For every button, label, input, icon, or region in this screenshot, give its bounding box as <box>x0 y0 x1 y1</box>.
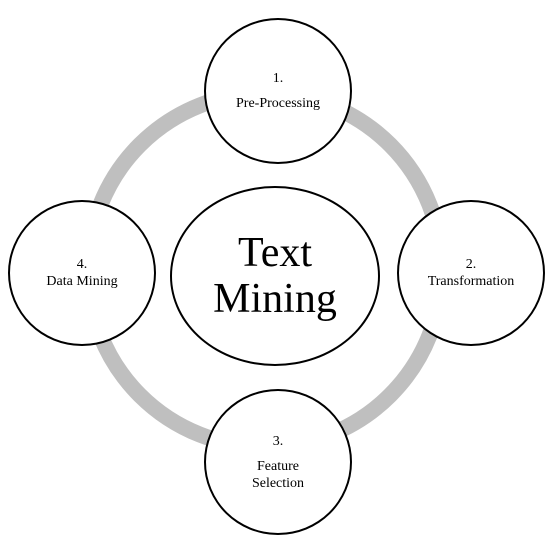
step-number: 1. <box>272 71 284 86</box>
step-circle-data-mining: 4. Data Mining <box>8 200 156 346</box>
step-label: Pre-Processing <box>236 96 320 111</box>
step-label: Data Mining <box>46 274 118 289</box>
step-circle-transformation: 2. Transformation <box>397 200 545 346</box>
step-circle-pre-processing: 1. Pre-Processing <box>204 18 352 164</box>
step-label: Transformation <box>427 274 515 289</box>
step-number: 3. <box>272 433 284 449</box>
center-circle: Text Mining <box>170 186 380 366</box>
step-number: 4. <box>76 257 88 272</box>
center-title: Text Mining <box>213 230 337 322</box>
step-number: 2. <box>465 257 477 272</box>
step-circle-feature-selection: 3. Feature Selection <box>204 389 352 535</box>
step-label: Feature Selection <box>251 458 305 491</box>
